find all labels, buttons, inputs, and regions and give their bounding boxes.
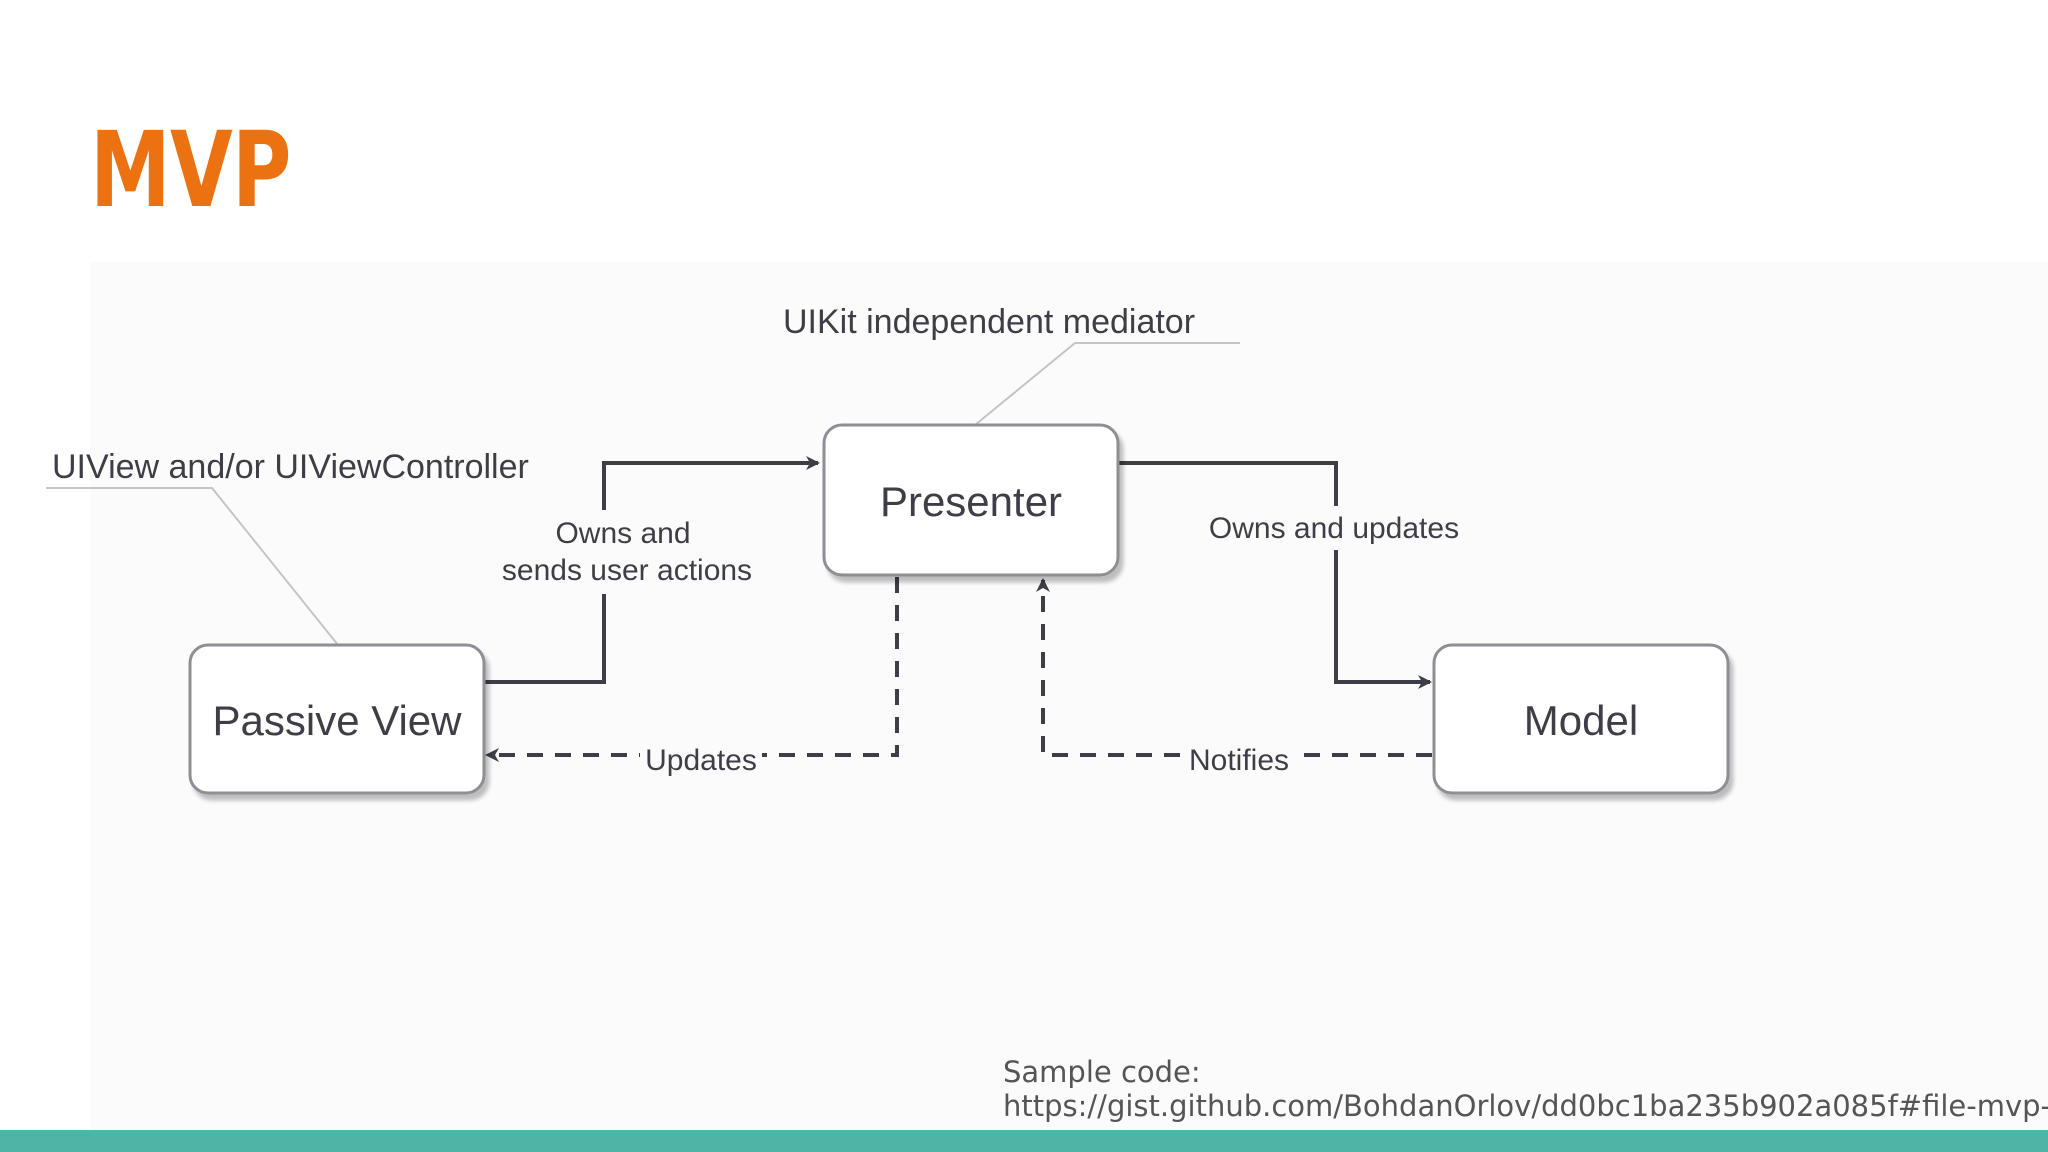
view-note-callout [46, 487, 339, 646]
node-passive-view-label: Passive View [212, 697, 462, 744]
edge-presenter-to-view [485, 577, 899, 762]
sample-code-label: Sample code: [1003, 1055, 1201, 1089]
edge-label-notifies: Notifies [1189, 744, 1289, 777]
node-passive-view: Passive View [188, 643, 486, 795]
edge-presenter-to-model [1118, 461, 1432, 689]
edge-label-owns-and: Owns and [555, 517, 690, 550]
edge-label-sends-user-actions: sends user actions [502, 554, 752, 587]
view-note: UIView and/or UIViewController [52, 448, 529, 486]
presenter-note-callout [974, 342, 1240, 426]
edge-label-updates: Updates [645, 744, 757, 777]
edge-model-to-presenter [1036, 578, 1432, 757]
footer-accent-bar [0, 1130, 2048, 1152]
presenter-note: UIKit independent mediator [783, 303, 1195, 341]
node-presenter: Presenter [822, 423, 1120, 577]
sample-code-note: Sample code: https://gist.github.com/Boh… [1003, 1055, 2048, 1123]
edge-label-owns-and-updates: Owns and updates [1209, 512, 1459, 545]
node-model-label: Model [1524, 697, 1638, 744]
slide-title: MVP [90, 109, 291, 231]
sample-code-link[interactable]: https://gist.github.com/BohdanOrlov/dd0b… [1003, 1089, 2048, 1123]
node-model: Model [1432, 643, 1730, 795]
node-presenter-label: Presenter [880, 478, 1062, 525]
